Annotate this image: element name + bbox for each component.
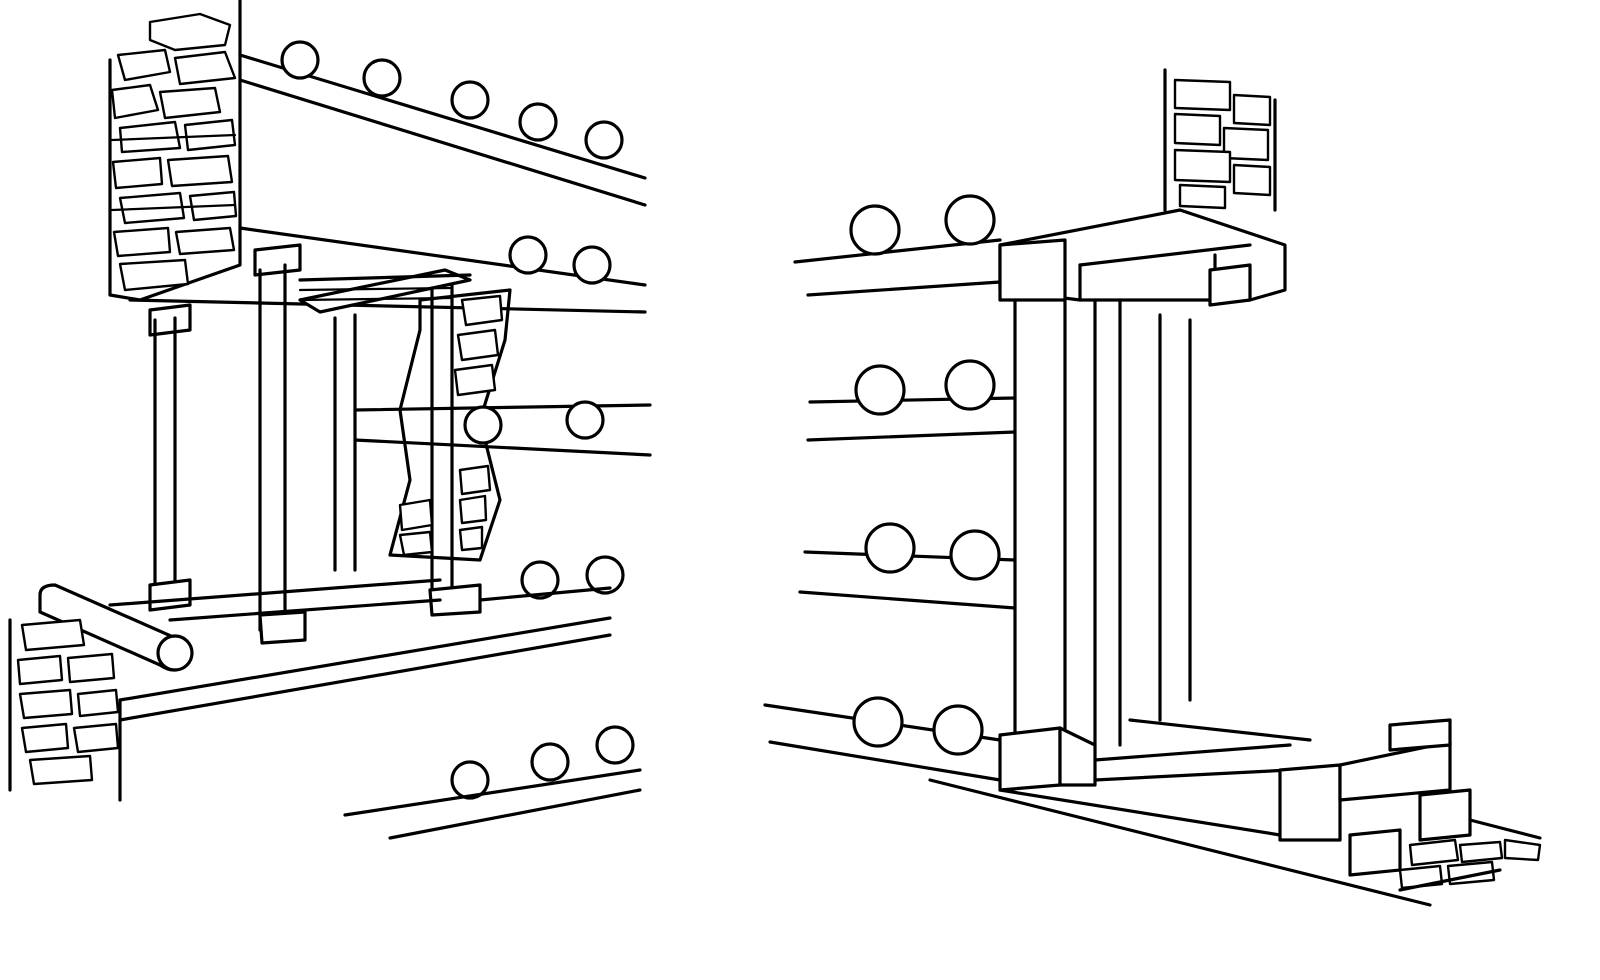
- pier-base-and-steps: [928, 718, 1542, 907]
- right-panel: [763, 68, 1542, 907]
- timber-frame: [108, 243, 652, 645]
- rubble-stones-lower: [16, 618, 120, 786]
- upper-beam-ends: [280, 40, 624, 285]
- middle-rubble-infill: [388, 288, 512, 562]
- lower-log-and-wall: [8, 583, 612, 802]
- right-beams: [763, 194, 1017, 782]
- left-panel: [8, 0, 652, 840]
- pier-capital: [998, 208, 1287, 307]
- rubble-stones-upper: [110, 12, 238, 292]
- upper-rubble-wall: [108, 0, 647, 314]
- ashlar-wall-top: [1163, 68, 1277, 212]
- bottom-beam-ends: [343, 725, 642, 840]
- middle-beam-ends: [463, 400, 625, 602]
- pier-shaft: [1013, 298, 1192, 752]
